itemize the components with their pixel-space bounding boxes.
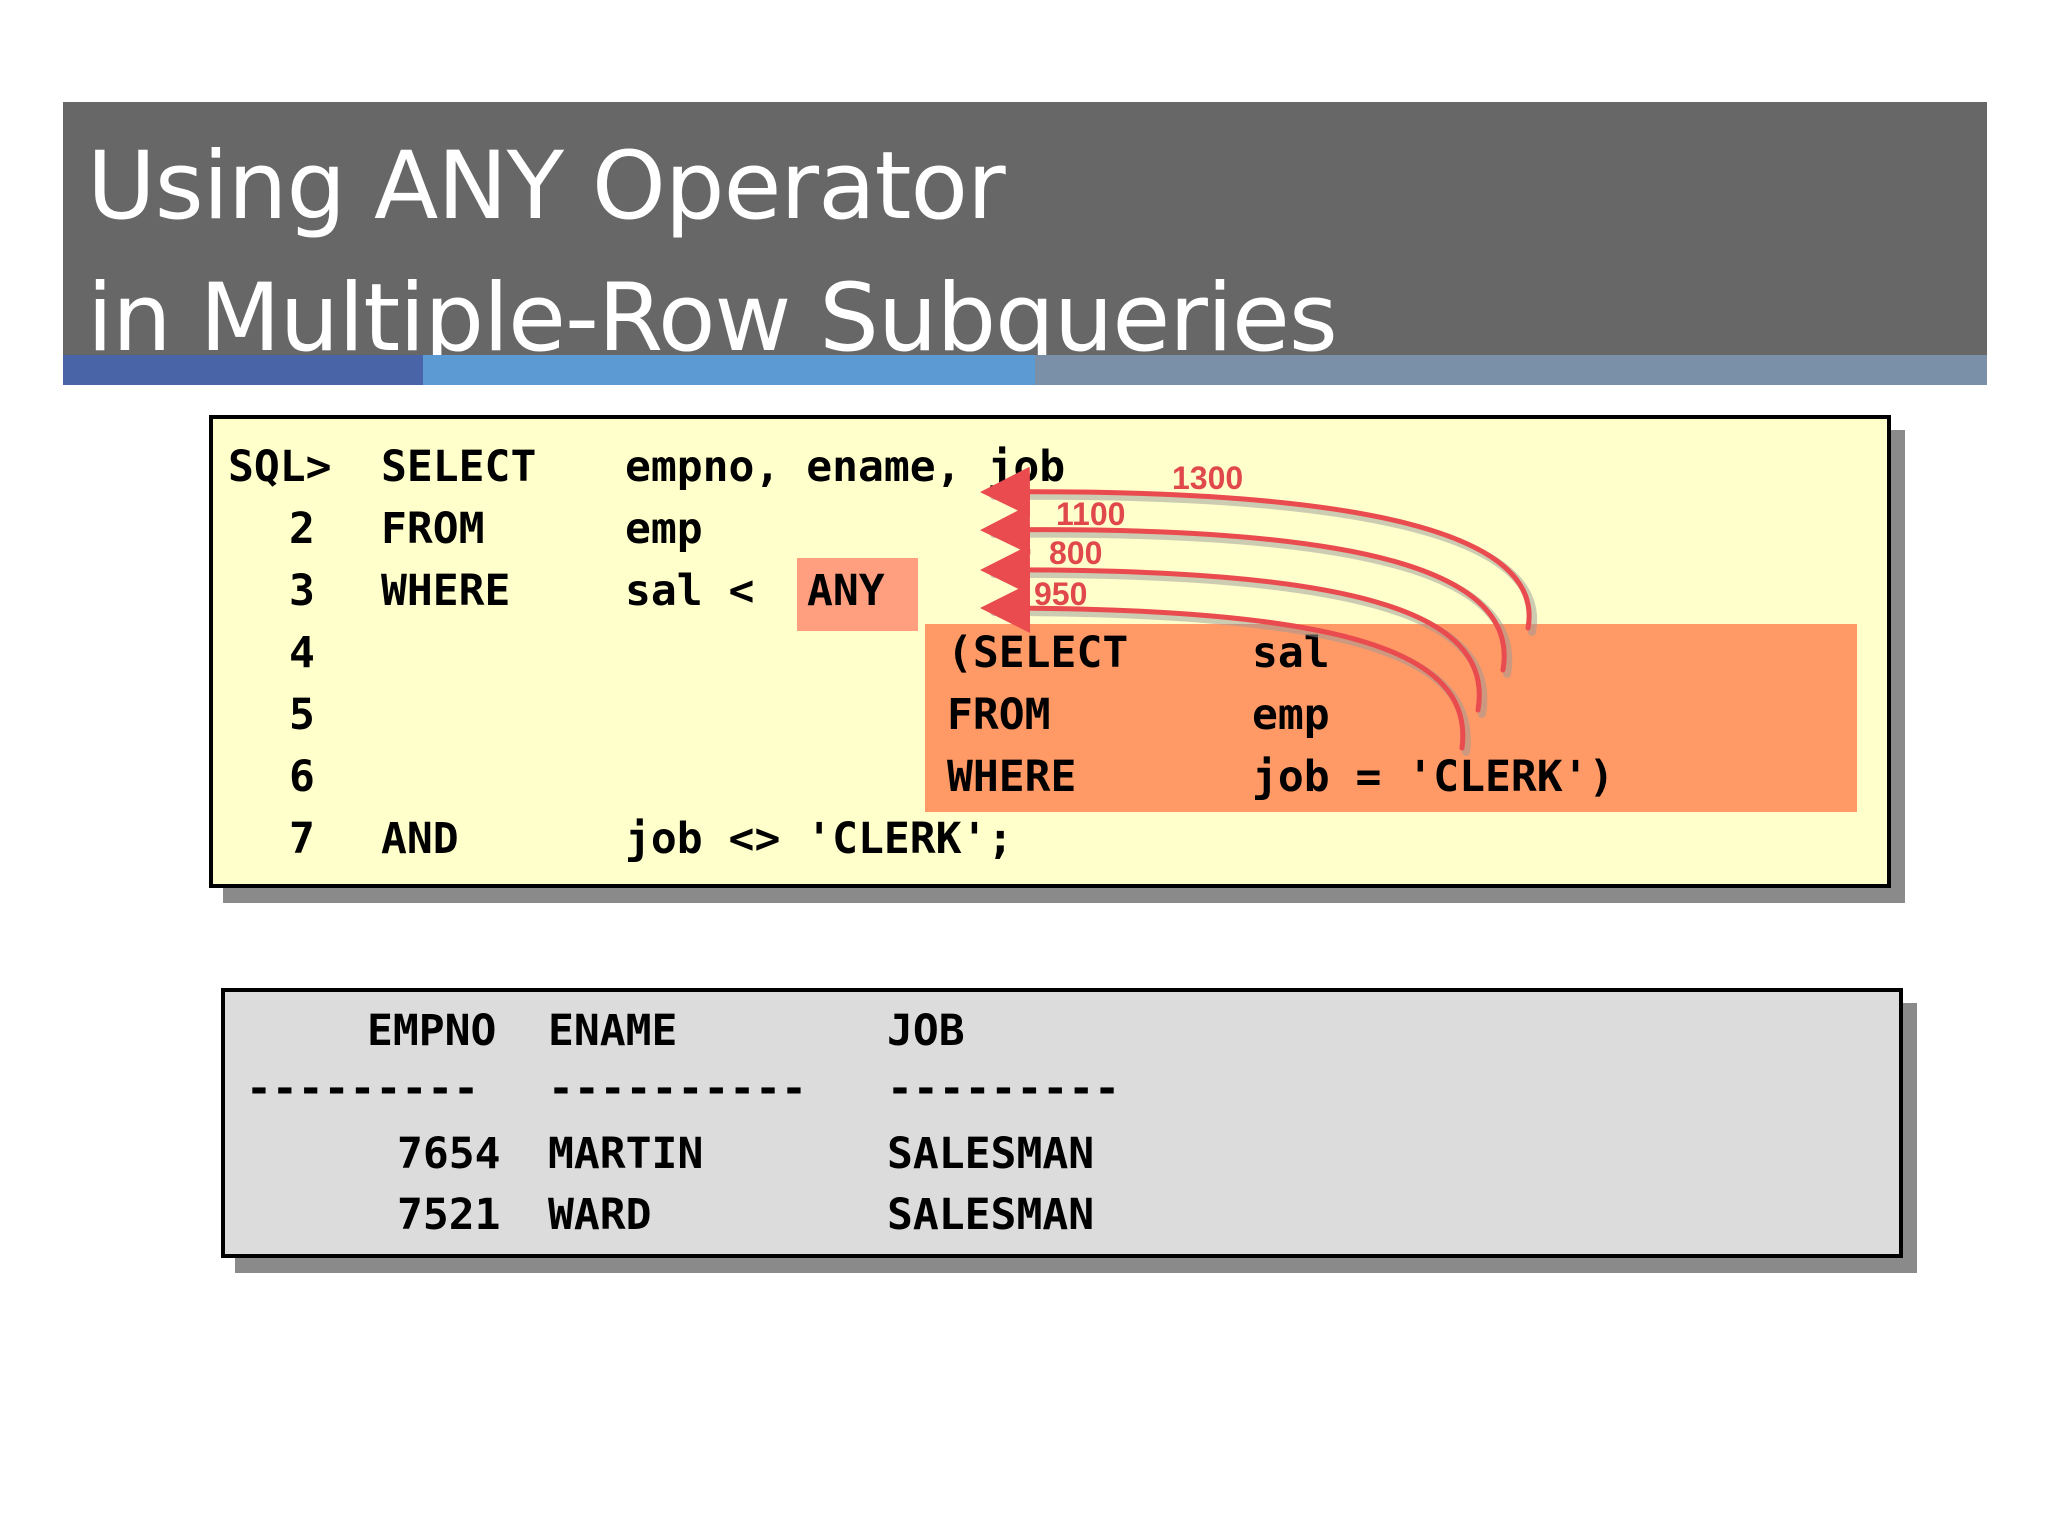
sql-where-condition: sal < bbox=[625, 566, 755, 616]
output-header-job: JOB bbox=[887, 1006, 965, 1056]
sql-line-number-2: 2 bbox=[289, 504, 315, 554]
subquery-value-label: 800 bbox=[1049, 535, 1103, 571]
slide-title-line-1: Using ANY Operator bbox=[87, 132, 1006, 241]
arrow-1300 bbox=[980, 466, 1532, 631]
accent-stripe-light-blue bbox=[423, 355, 1035, 385]
output-separator: ---------- bbox=[548, 1064, 807, 1114]
sql-line-number-3: 3 bbox=[289, 566, 315, 616]
sql-any-operator: ANY bbox=[807, 566, 885, 616]
sql-keyword-and: AND bbox=[381, 814, 459, 864]
subquery-select-column: sal bbox=[1252, 628, 1330, 678]
output-cell-ename: MARTIN bbox=[548, 1129, 704, 1179]
sql-and-condition: job <> 'CLERK'; bbox=[625, 814, 1014, 864]
sql-keyword-select: SELECT bbox=[381, 442, 537, 492]
title-band bbox=[63, 102, 1987, 385]
subquery-keyword-select: (SELECT bbox=[947, 628, 1129, 678]
output-separator: --------- bbox=[246, 1064, 479, 1114]
output-separator: --------- bbox=[887, 1064, 1120, 1114]
subquery-keyword-where: WHERE bbox=[947, 752, 1077, 802]
output-header-empno: EMPNO bbox=[367, 1006, 497, 1056]
output-cell-job: SALESMAN bbox=[887, 1129, 1095, 1179]
arrow-950 bbox=[980, 583, 1466, 751]
arrow-800 bbox=[980, 544, 1482, 713]
output-header-ename: ENAME bbox=[548, 1006, 678, 1056]
subquery-value-label: 1100 bbox=[1056, 496, 1126, 532]
sql-keyword-where: WHERE bbox=[381, 566, 511, 616]
arrow-1100 bbox=[980, 504, 1507, 673]
arrow-950 bbox=[990, 608, 1471, 756]
sql-line-number-4: 4 bbox=[289, 628, 315, 678]
output-cell-job: SALESMAN bbox=[887, 1190, 1095, 1240]
query-output-box bbox=[221, 988, 1903, 1258]
accent-stripe-dark-blue bbox=[63, 355, 423, 385]
sql-line-number-5: 5 bbox=[289, 690, 315, 740]
sql-prompt: SQL> bbox=[228, 442, 332, 492]
slide-title-line-2: in Multiple-Row Subqueries bbox=[87, 264, 1338, 373]
output-cell-empno: 7654 bbox=[397, 1129, 501, 1179]
sql-from-table: emp bbox=[625, 504, 703, 554]
subquery-where-condition: job = 'CLERK') bbox=[1252, 752, 1615, 802]
output-cell-ename: WARD bbox=[548, 1190, 652, 1240]
output-cell-empno: 7521 bbox=[397, 1190, 501, 1240]
sql-line-number-6: 6 bbox=[289, 752, 315, 802]
subquery-value-label: 1300 bbox=[1172, 460, 1244, 496]
accent-stripe-grey-blue bbox=[1035, 355, 1987, 385]
subquery-value-label: 950 bbox=[1034, 576, 1088, 612]
sql-keyword-from: FROM bbox=[381, 504, 485, 554]
any-operator-highlight bbox=[797, 558, 918, 631]
subquery-keyword-from: FROM bbox=[947, 690, 1051, 740]
subquery-from-table: emp bbox=[1252, 690, 1330, 740]
sql-line-number-7: 7 bbox=[289, 814, 315, 864]
